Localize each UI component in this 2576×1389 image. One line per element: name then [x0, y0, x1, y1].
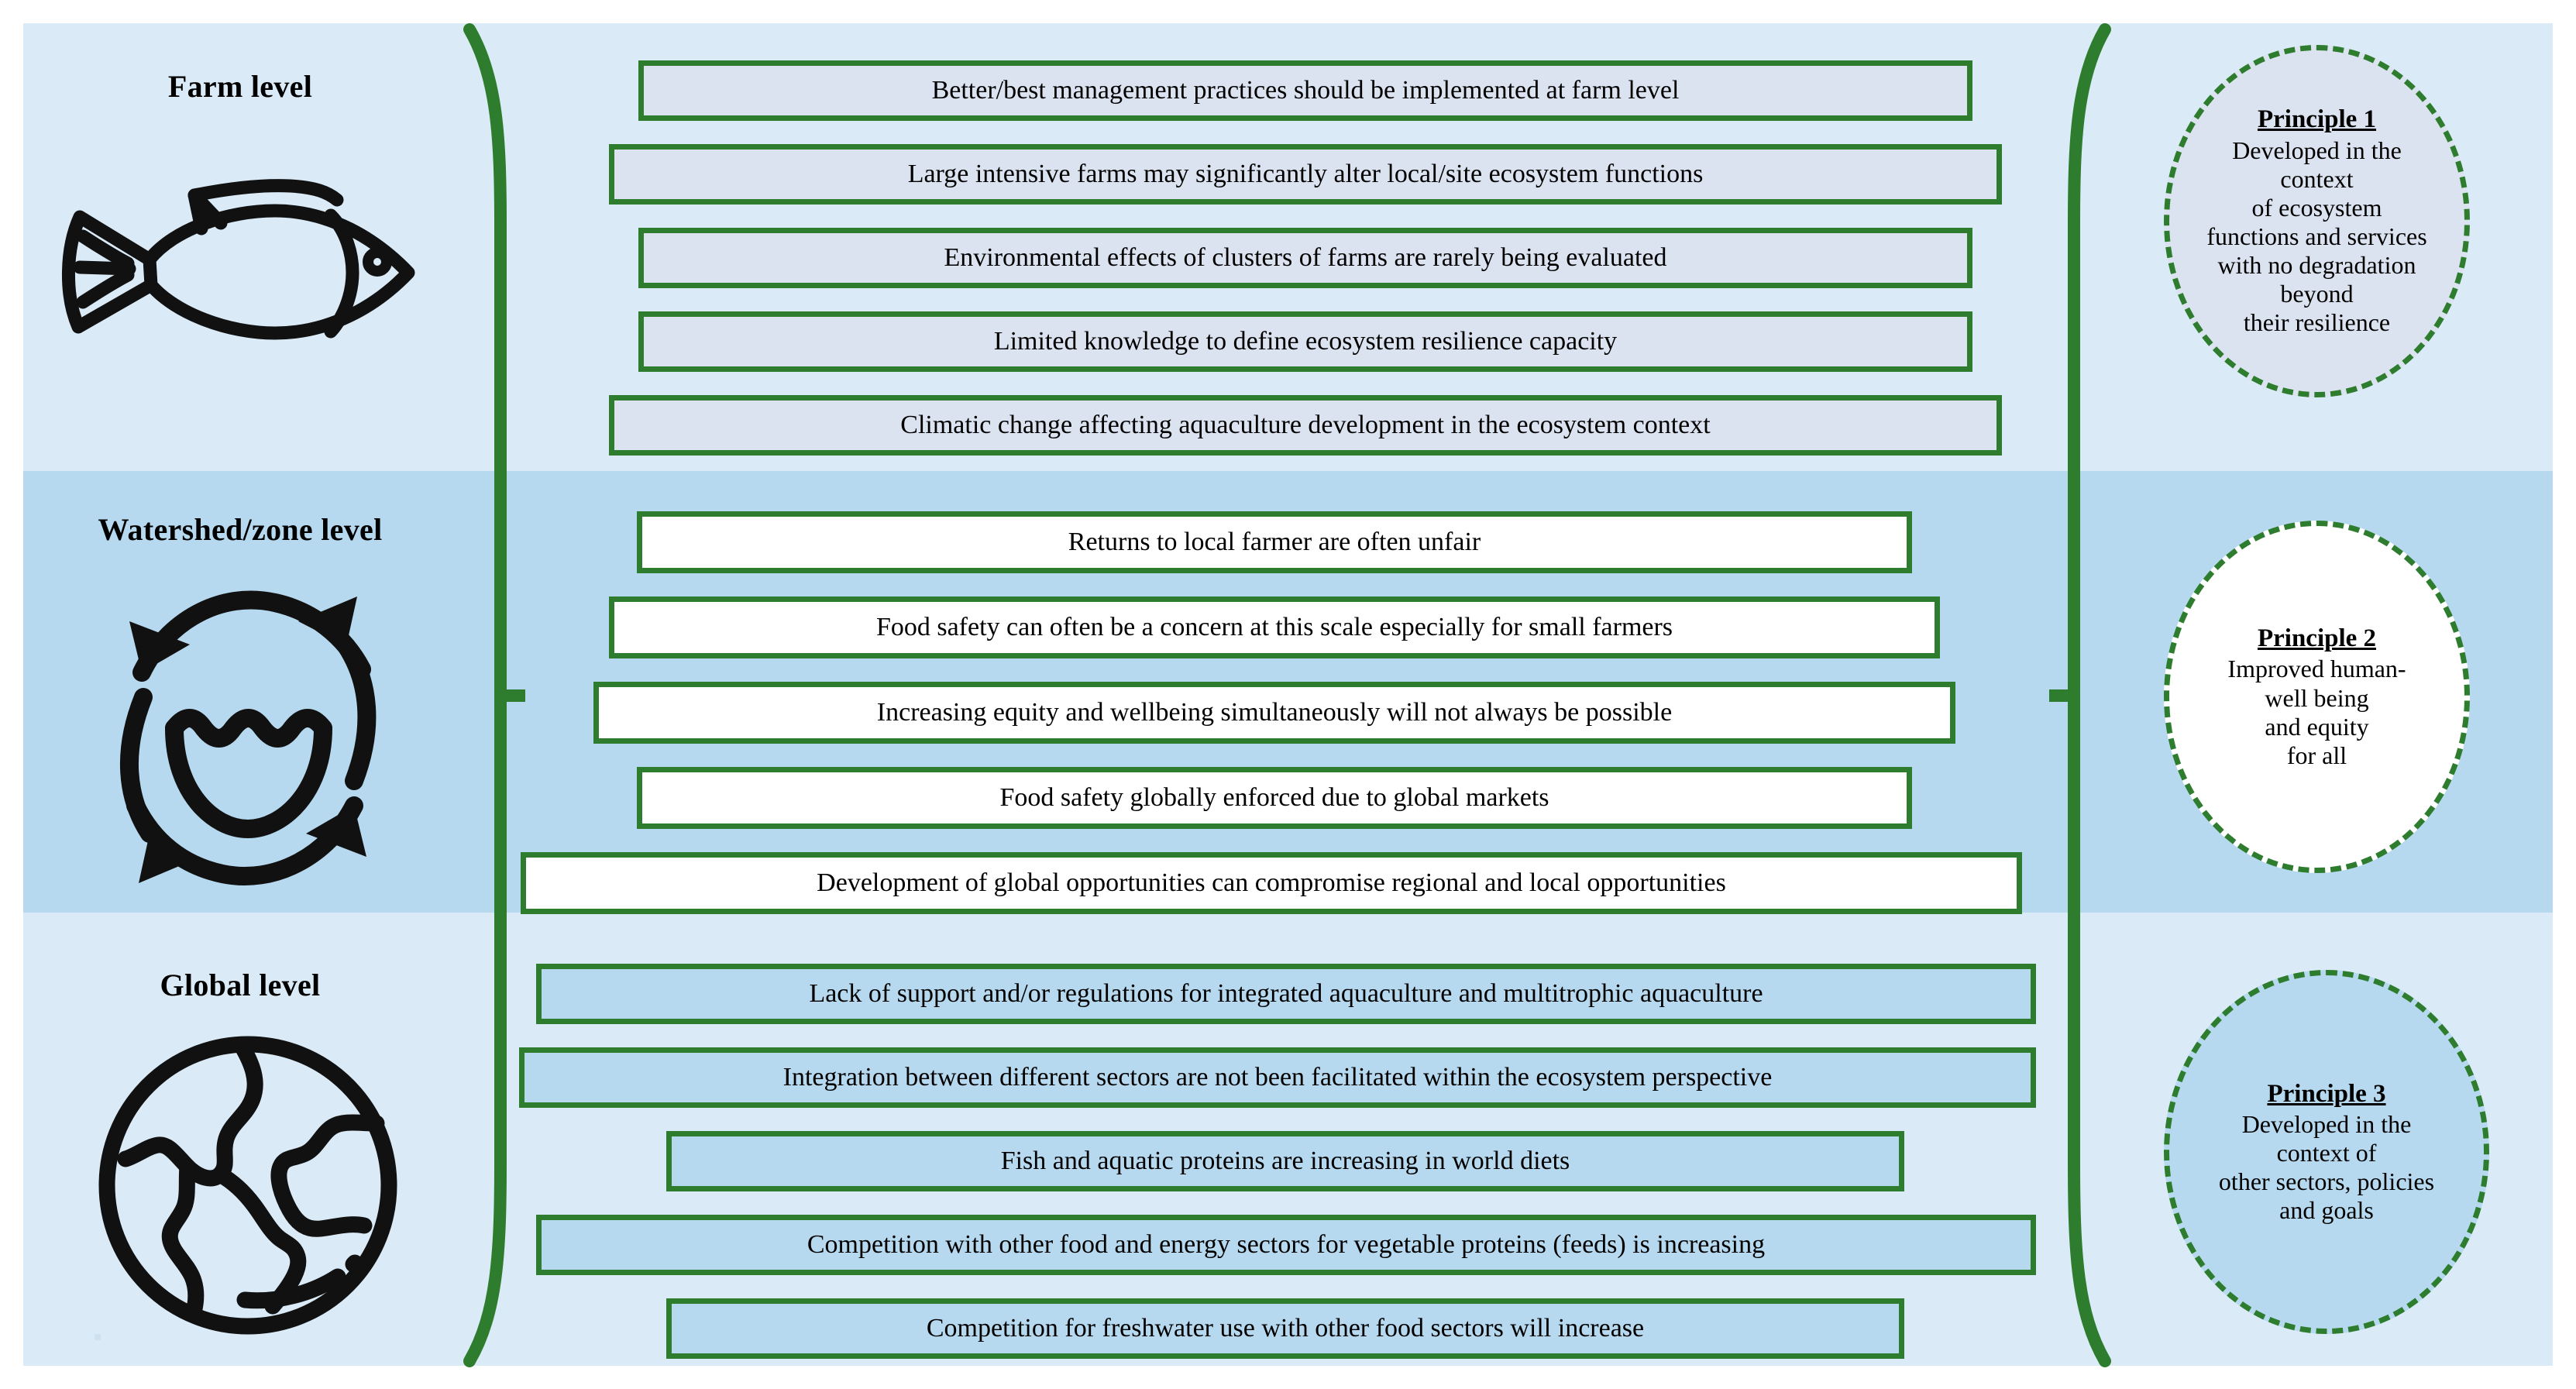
statement-box[interactable]: Food safety can often be a concern at th…: [609, 597, 1940, 658]
statement-box[interactable]: Integration between different sectors ar…: [519, 1047, 2036, 1108]
statement-box[interactable]: Competition for freshwater use with othe…: [666, 1298, 1904, 1359]
water-cycle-icon: [81, 573, 414, 906]
principle-body: Improved human- well being and equity fo…: [2227, 655, 2406, 769]
statement-box[interactable]: Climatic change affecting aquaculture de…: [609, 395, 2002, 456]
globe-icon: [93, 1030, 403, 1340]
statement-box[interactable]: Competition with other food and energy s…: [536, 1215, 2036, 1275]
level-label-watershed: Watershed/zone level: [98, 512, 383, 547]
statement-box[interactable]: Better/best management practices should …: [638, 60, 1972, 121]
left-brace: [448, 23, 531, 1367]
principle-circle-1[interactable]: Principle 1 Developed in the context of …: [2164, 45, 2470, 397]
statement-box[interactable]: Large intensive farms may significantly …: [609, 144, 2002, 205]
principle-title: Principle 2: [2257, 624, 2377, 653]
right-brace: [2043, 23, 2127, 1367]
fish-icon: [43, 155, 445, 387]
level-label-farm: Farm level: [167, 69, 313, 104]
corner-artifact: [95, 1334, 101, 1340]
statement-box[interactable]: Increasing equity and wellbeing simultan…: [593, 682, 1955, 744]
statement-box[interactable]: Fish and aquatic proteins are increasing…: [666, 1131, 1904, 1191]
statement-box[interactable]: Environmental effects of clusters of far…: [638, 228, 1972, 288]
level-label-global: Global level: [160, 968, 321, 1002]
statement-box[interactable]: Lack of support and/or regulations for i…: [536, 964, 2036, 1024]
principle-body: Developed in the context of other sector…: [2218, 1109, 2435, 1225]
principle-circle-3[interactable]: Principle 3 Developed in the context of …: [2164, 970, 2489, 1334]
statement-box[interactable]: Development of global opportunities can …: [521, 852, 2022, 914]
statement-box[interactable]: Food safety globally enforced due to glo…: [637, 767, 1912, 829]
statement-box[interactable]: Returns to local farmer are often unfair: [637, 511, 1912, 573]
principle-title: Principle 1: [2257, 105, 2377, 134]
principle-title: Principle 3: [2267, 1079, 2386, 1108]
statement-box[interactable]: Limited knowledge to define ecosystem re…: [638, 311, 1972, 372]
principle-body: Developed in the context of ecosystem fu…: [2206, 136, 2427, 337]
principle-circle-2[interactable]: Principle 2 Improved human- well being a…: [2164, 521, 2470, 873]
